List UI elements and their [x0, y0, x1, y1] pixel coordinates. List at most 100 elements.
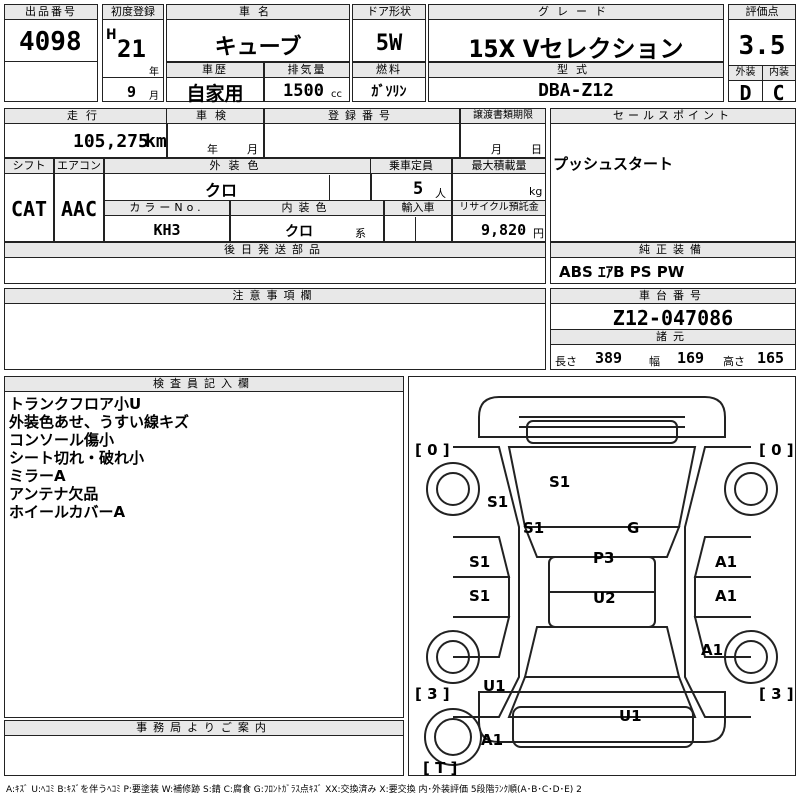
ext-color-box: 外装色 クロ	[104, 158, 372, 202]
inspector-note: コンソール傷小	[9, 431, 115, 449]
ac-box: エアコン AAC	[54, 158, 104, 242]
rating-value: 3.5	[738, 31, 786, 61]
color-no-box: カラーNo. KH3	[104, 200, 230, 242]
damage-mark: U1	[619, 707, 642, 725]
height-label: 高さ	[723, 355, 745, 368]
history-label: 車歴	[167, 63, 263, 78]
caution-box: 注意事項欄	[4, 288, 546, 370]
chassis-value: Z12-047086	[612, 306, 734, 330]
width-label: 幅	[649, 355, 660, 368]
later-parts-box: 後日発送部品	[4, 242, 546, 284]
first-reg-month: 9	[127, 83, 137, 101]
fuel-box: 燃料 ｶﾞｿﾘﾝ	[352, 62, 426, 102]
ext-color-label: 外装色	[105, 159, 371, 174]
later-parts-label: 後日発送部品	[5, 243, 545, 258]
history-value: 自家用	[186, 83, 244, 105]
first-reg-month-unit: 月	[149, 91, 159, 102]
displacement-label: 排気量	[265, 63, 349, 78]
car-name: キューブ	[214, 35, 302, 60]
lot-label: 出品番号	[5, 5, 97, 20]
damage-mark: U1	[483, 677, 506, 695]
damage-mark: A1	[481, 731, 503, 749]
model-value: DBA-Z12	[538, 80, 614, 101]
inspection-label: 車検	[167, 109, 263, 124]
shift-box: シフト CAT	[4, 158, 54, 242]
tire-rear-left: [ 3 ]	[415, 685, 450, 703]
sales-point-box: セールスポイント プッシュスタート	[550, 108, 796, 242]
chassis-box: 車台番号 Z12-047086 諸元 長さ 389 幅 169 高さ 165	[550, 288, 796, 370]
inspector-note: シート切れ・破れ小	[9, 449, 145, 467]
capacity-label: 乗車定員	[371, 159, 451, 174]
capacity-value: 5	[413, 179, 424, 199]
tire-spare: [ T ]	[423, 759, 457, 775]
reg-no-box: 登録番号	[264, 108, 460, 158]
inspector-note: ミラーA	[9, 467, 66, 485]
displacement-unit: cc	[331, 89, 342, 100]
rating-label: 評価点	[729, 5, 795, 20]
shift-value: CAT	[10, 197, 48, 221]
max-load-box: 最大積載量 kg	[452, 158, 546, 202]
mileage-label: 走行	[5, 109, 167, 124]
int-color-box: 内装色 クロ 系	[230, 200, 384, 242]
displacement-value: 1500	[283, 81, 324, 101]
width-value: 169	[677, 349, 705, 367]
capacity-unit: 人	[435, 187, 446, 200]
inspector-note: ホイールカバーA	[9, 503, 126, 521]
genuine-equip-box: 純正装備 ABS ｴｱB PS PW	[550, 242, 796, 284]
recycle-box: リサイクル預託金 9,820 円	[452, 200, 546, 242]
shift-label: シフト	[5, 159, 53, 174]
damage-mark: S1	[523, 519, 544, 537]
inspector-note: アンテナ欠品	[9, 485, 99, 503]
ac-value: AAC	[60, 197, 98, 221]
damage-mark: S1	[469, 553, 490, 571]
damage-mark: G	[627, 519, 639, 537]
damage-mark: A1	[715, 587, 737, 605]
mileage-box: 走行 105,275 km	[4, 108, 168, 158]
grade-label: グレード	[429, 5, 723, 20]
height-value: 165	[757, 349, 785, 367]
inspection-box: 車検 年 月	[166, 108, 264, 158]
grade-value: 15X Vセレクション	[468, 35, 684, 63]
damage-mark: S1	[469, 587, 490, 605]
tire-rear-right: [ 3 ]	[759, 685, 794, 703]
inspection-year-unit: 年	[207, 143, 218, 156]
specs-label: 諸元	[551, 329, 795, 345]
damage-mark: S1	[549, 473, 570, 491]
car-name-label: 車名	[167, 5, 349, 20]
sales-point-label: セールスポイント	[551, 109, 795, 124]
tire-front-right: [ 0 ]	[759, 441, 794, 459]
inspector-note: トランクフロア小U	[9, 395, 142, 413]
damage-mark: P3	[593, 549, 614, 567]
tire-front-left: [ 0 ]	[415, 441, 450, 459]
door-box: ドア形状 5W	[352, 4, 426, 62]
interior-grade: C	[772, 81, 785, 105]
damage-mark: A1	[715, 553, 737, 571]
length-label: 長さ	[555, 355, 577, 368]
transfer-day-unit: 日	[531, 143, 542, 156]
import-box: 輸入車	[384, 200, 452, 242]
history-box: 車歴 自家用	[166, 62, 264, 105]
fuel-label: 燃料	[353, 63, 425, 78]
inspector-note: 外装色あせ、うすい線キズ	[9, 413, 190, 431]
rating-box: 評価点 3.5 外装 内装 D C	[728, 4, 796, 105]
recycle-value: 9,820	[481, 221, 527, 239]
exterior-label: 外装	[729, 66, 762, 81]
color-no-value: KH3	[153, 221, 181, 239]
color-no-label: カラーNo.	[105, 201, 229, 216]
ext-color-value: クロ	[205, 181, 238, 200]
mileage-value: 105,275	[73, 131, 149, 152]
reg-no-label: 登録番号	[265, 109, 459, 124]
car-diagram: [ 0 ] [ 0 ] [ 3 ] [ 3 ] [ T ] S1 S1 S1 G…	[415, 396, 794, 775]
damage-mark: S1	[487, 493, 508, 511]
caution-label: 注意事項欄	[5, 289, 545, 304]
model-label: 型式	[429, 63, 723, 78]
recycle-unit: 円	[533, 227, 544, 240]
door-label: ドア形状	[353, 5, 425, 20]
legend: A:ｷｽﾞ U:ﾍｺﾐ B:ｷｽﾞを伴うﾍｺﾐ P:要塗装 W:補修跡 S:錆 …	[6, 785, 582, 795]
transfer-label: 譲渡書類期限	[461, 109, 545, 124]
displacement-box: 排気量 1500 cc	[264, 62, 350, 102]
ac-label: エアコン	[55, 159, 103, 174]
max-load-unit: kg	[529, 185, 543, 198]
office-box: 事務局よりご案内	[4, 720, 404, 776]
transfer-month-unit: 月	[491, 143, 502, 156]
